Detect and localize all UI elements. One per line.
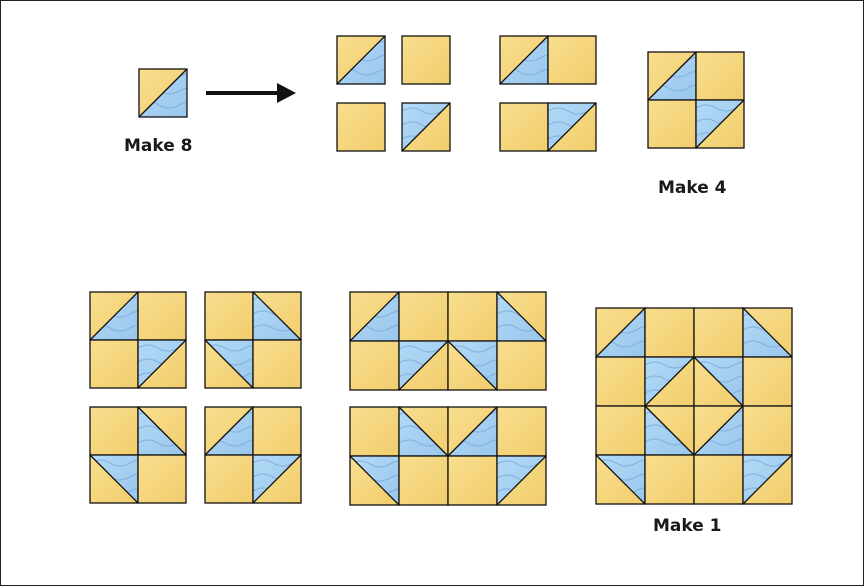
row-top-1 <box>349 291 400 342</box>
hst-unit <box>138 68 188 118</box>
make-4-label: Make 4 <box>658 178 727 198</box>
piece-hst-top-left <box>336 35 386 85</box>
quilt-blocks <box>89 35 793 506</box>
row-bottom-5 <box>349 455 400 506</box>
pair-top-unit-1 <box>499 35 549 85</box>
finished-block-unit-11 <box>693 405 744 456</box>
arrow-right-icon <box>206 83 296 103</box>
four-patch-block-unit-3 <box>647 99 697 149</box>
four-patch-block-unit-2 <box>695 51 745 101</box>
finished-block-unit-12 <box>742 405 793 456</box>
block-b-unit-2 <box>252 291 302 341</box>
pair-bottom-unit-2 <box>547 102 597 152</box>
row-top-6 <box>398 340 449 391</box>
block-b-unit-1 <box>204 291 254 341</box>
block-a-unit-4 <box>137 339 187 389</box>
finished-block-unit-1 <box>595 307 646 358</box>
row-bottom-6 <box>398 455 449 506</box>
block-a-unit-3 <box>89 339 139 389</box>
four-patch-block-unit-4 <box>695 99 745 149</box>
four-patch-block-unit-1 <box>647 51 697 101</box>
finished-block-unit-9 <box>595 405 646 456</box>
block-d-unit-2 <box>252 406 302 456</box>
row-bottom-2 <box>398 406 449 457</box>
finished-block-unit-10 <box>644 405 695 456</box>
block-a-unit-1 <box>89 291 139 341</box>
row-top-8 <box>496 340 547 391</box>
row-bottom-1 <box>349 406 400 457</box>
piece-hst-bottom-right <box>401 102 451 152</box>
block-b-unit-3 <box>204 339 254 389</box>
block-c-unit-2 <box>137 406 187 456</box>
row-bottom-3 <box>447 406 498 457</box>
block-a-unit-2 <box>137 291 187 341</box>
row-top-2 <box>398 291 449 342</box>
block-c-unit-3 <box>89 454 139 504</box>
finished-block-unit-5 <box>595 356 646 407</box>
finished-block-unit-15 <box>693 454 744 505</box>
block-b-unit-4 <box>252 339 302 389</box>
row-bottom-8 <box>496 455 547 506</box>
make-1-label: Make 1 <box>653 516 722 536</box>
finished-block-unit-8 <box>742 356 793 407</box>
pair-bottom-unit-1 <box>499 102 549 152</box>
make-8-label: Make 8 <box>124 136 193 156</box>
row-top-5 <box>349 340 400 391</box>
finished-block-unit-3 <box>693 307 744 358</box>
piece-plain-bottom-left <box>336 102 386 152</box>
pair-top-unit-2 <box>547 35 597 85</box>
row-top-4 <box>496 291 547 342</box>
block-d-unit-3 <box>204 454 254 504</box>
block-c-unit-4 <box>137 454 187 504</box>
finished-block-unit-14 <box>644 454 695 505</box>
finished-block-unit-4 <box>742 307 793 358</box>
finished-block-unit-13 <box>595 454 646 505</box>
row-top-3 <box>447 291 498 342</box>
block-c-unit-1 <box>89 406 139 456</box>
finished-block-unit-2 <box>644 307 695 358</box>
row-bottom-7 <box>447 455 498 506</box>
finished-block-unit-16 <box>742 454 793 505</box>
block-d-unit-4 <box>252 454 302 504</box>
row-bottom-4 <box>496 406 547 457</box>
finished-block-unit-7 <box>693 356 744 407</box>
piece-plain-top-right <box>401 35 451 85</box>
